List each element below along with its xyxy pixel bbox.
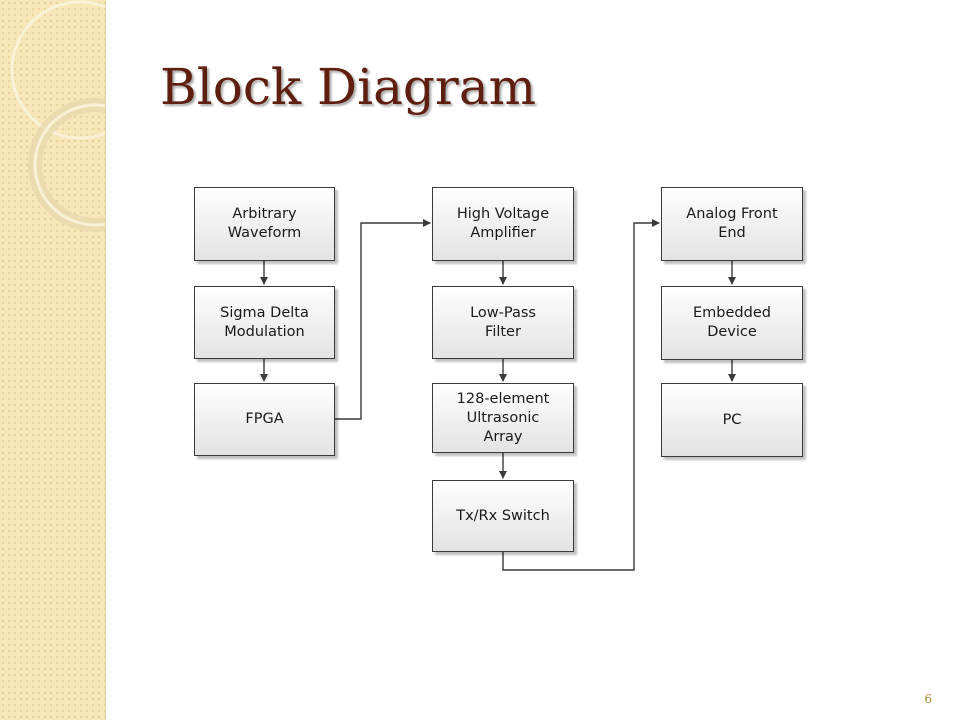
- block-pc: PC: [661, 383, 803, 457]
- page-title: Block Diagram: [160, 58, 537, 116]
- decorative-circles-icon: [10, 0, 105, 232]
- decorative-sidebar: [0, 0, 106, 720]
- page-number: 6: [924, 692, 932, 706]
- block-arbitrary-waveform: Arbitrary Waveform: [194, 187, 335, 261]
- connector-fpga-to-high-voltage-amplifier: [335, 219, 431, 420]
- block-low-pass-filter: Low-Pass Filter: [432, 286, 574, 359]
- block-high-voltage-amplifier: High Voltage Amplifier: [432, 187, 574, 261]
- block-tx-rx-switch: Tx/Rx Switch: [432, 480, 574, 552]
- block-sigma-delta-modulation: Sigma Delta Modulation: [194, 286, 335, 359]
- block-analog-front-end: Analog Front End: [661, 187, 803, 261]
- block-embedded-device: Embedded Device: [661, 286, 803, 360]
- connector-tx-rx-switch-to-analog-front-end: [502, 219, 660, 571]
- block-ultrasonic-array: 128-element Ultrasonic Array: [432, 383, 574, 453]
- block-fpga: FPGA: [194, 383, 335, 456]
